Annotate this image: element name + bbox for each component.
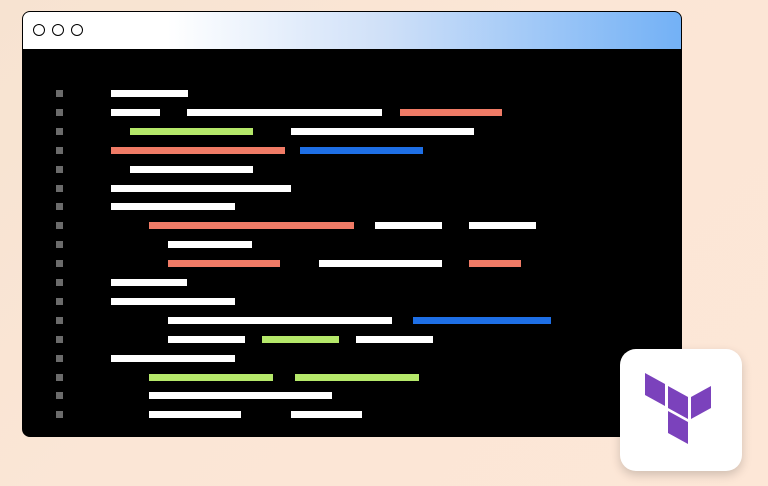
code-token-bar	[168, 241, 252, 248]
code-token-bar	[300, 147, 423, 154]
code-token-bar	[400, 109, 502, 116]
code-token-bar	[111, 298, 235, 305]
code-editor-window	[22, 11, 682, 437]
code-area	[23, 50, 681, 436]
code-token-bar	[111, 147, 285, 154]
line-number-marker	[56, 185, 63, 192]
code-token-bar	[375, 222, 442, 229]
code-token-bar	[111, 355, 235, 362]
code-token-bar	[168, 336, 245, 343]
code-token-bar	[356, 336, 433, 343]
code-token-bar	[111, 90, 188, 97]
line-number-marker	[56, 355, 63, 362]
line-number-marker	[56, 374, 63, 381]
line-number-marker	[56, 90, 63, 97]
line-number-marker	[56, 298, 63, 305]
line-number-marker	[56, 392, 63, 399]
code-token-bar	[149, 392, 332, 399]
line-number-marker	[56, 222, 63, 229]
code-token-bar	[187, 109, 382, 116]
code-token-bar	[469, 222, 536, 229]
code-token-bar	[168, 260, 280, 267]
line-number-marker	[56, 166, 63, 173]
code-token-bar	[413, 317, 551, 324]
code-token-bar	[291, 411, 362, 418]
code-token-bar	[130, 166, 253, 173]
window-control-close[interactable]	[33, 24, 45, 36]
code-token-bar	[149, 411, 241, 418]
line-number-marker	[56, 336, 63, 343]
line-number-marker	[56, 128, 63, 135]
code-token-bar	[111, 185, 291, 192]
code-token-bar	[149, 222, 354, 229]
code-token-bar	[111, 279, 187, 286]
code-token-bar	[111, 109, 160, 116]
line-number-marker	[56, 203, 63, 210]
line-number-marker	[56, 260, 63, 267]
line-number-marker	[56, 279, 63, 286]
code-token-bar	[262, 336, 339, 343]
line-number-marker	[56, 147, 63, 154]
code-token-bar	[130, 128, 253, 135]
terraform-logo-card	[620, 349, 742, 471]
terraform-logo-icon	[645, 373, 711, 444]
line-number-marker	[56, 317, 63, 324]
code-token-bar	[469, 260, 521, 267]
code-token-bar	[111, 203, 235, 210]
code-token-bar	[168, 317, 392, 324]
window-control-minimize[interactable]	[52, 24, 64, 36]
window-titlebar	[23, 12, 681, 50]
line-number-marker	[56, 109, 63, 116]
code-token-bar	[319, 260, 442, 267]
window-control-maximize[interactable]	[71, 24, 83, 36]
line-number-marker	[56, 411, 63, 418]
code-token-bar	[295, 374, 419, 381]
code-token-bar	[291, 128, 474, 135]
code-token-bar	[149, 374, 273, 381]
line-number-marker	[56, 241, 63, 248]
